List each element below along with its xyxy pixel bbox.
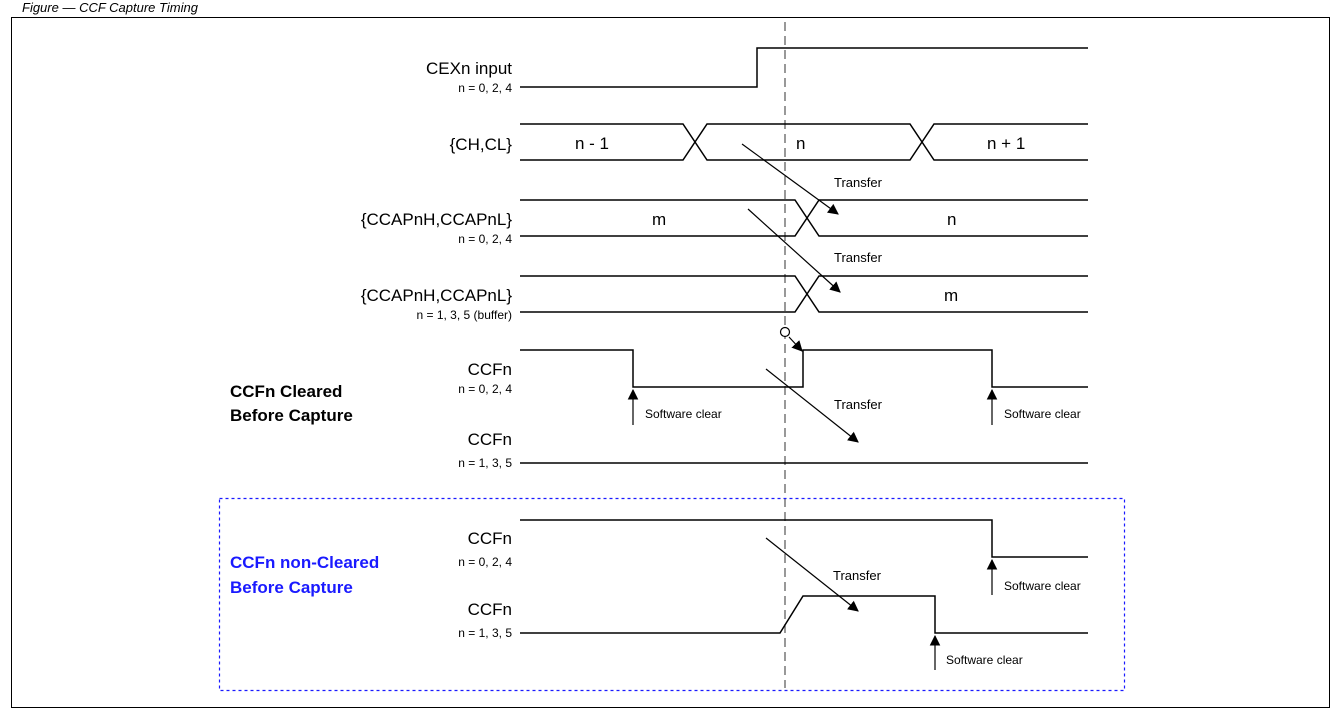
transfer-label-2: Transfer — [834, 250, 883, 265]
software-clear-label-4: Software clear — [946, 653, 1023, 667]
ccfn-noncleared-even-label: CCFn — [468, 529, 512, 548]
ccap-even-value-new: n — [947, 210, 956, 229]
ccap-even-sublabel: n = 0, 2, 4 — [458, 232, 512, 246]
ccfn-noncleared-even-sublabel: n = 0, 2, 4 — [458, 555, 512, 569]
ccap-even-value-old: m — [652, 210, 666, 229]
figure-frame — [11, 17, 1330, 708]
figure-caption: Figure — CCF Capture Timing — [22, 0, 199, 15]
ccap-even-waveform — [520, 199, 1088, 237]
capture-event-circle — [779, 326, 791, 338]
transfer-label-3: Transfer — [834, 397, 883, 412]
chcl-waveform — [520, 123, 1088, 161]
ccap-odd-sublabel: n = 1, 3, 5 (buffer) — [416, 308, 512, 322]
ccfn-cleared-odd-label: CCFn — [468, 430, 512, 449]
cexn-sublabel: n = 0, 2, 4 — [458, 81, 512, 95]
transfer-arrow-2 — [747, 208, 841, 293]
cexn-label: CEXn input — [426, 59, 512, 78]
group-cleared-line1: CCFn Cleared — [230, 382, 342, 401]
software-clear-label-3: Software clear — [1004, 579, 1081, 593]
ccfn-noncleared-odd-label: CCFn — [468, 600, 512, 619]
ccfn-cleared-odd-sublabel: n = 1, 3, 5 — [458, 456, 512, 470]
transfer-arrow-3 — [765, 368, 859, 443]
group-noncleared-line2: Before Capture — [230, 578, 353, 597]
ccfn-noncleared-odd-waveform — [520, 595, 1088, 634]
ccap-odd-label: {CCAPnH,CCAPnL} — [361, 286, 513, 305]
chcl-value-prev: n - 1 — [575, 134, 609, 153]
ccap-even-label: {CCAPnH,CCAPnL} — [361, 210, 513, 229]
ccfn-cleared-even-label: CCFn — [468, 360, 512, 379]
ccfn-cleared-even-sublabel: n = 0, 2, 4 — [458, 382, 512, 396]
chcl-value-cur: n — [796, 134, 805, 153]
capture-event-arrow — [788, 336, 803, 352]
ccfn-cleared-even-waveform — [520, 349, 1088, 388]
software-clear-label-2: Software clear — [1004, 407, 1081, 421]
ccap-odd-waveform — [520, 275, 1088, 313]
software-clear-label-1: Software clear — [645, 407, 722, 421]
chcl-label: {CH,CL} — [450, 135, 513, 154]
group-cleared-line2: Before Capture — [230, 406, 353, 425]
group-noncleared-line1: CCFn non-Cleared — [230, 553, 379, 572]
chcl-value-next: n + 1 — [987, 134, 1025, 153]
ccfn-noncleared-even-waveform — [520, 519, 1088, 558]
noncleared-group-box — [218, 497, 1126, 692]
transfer-label-4: Transfer — [833, 568, 882, 583]
ccfn-noncleared-odd-sublabel: n = 1, 3, 5 — [458, 626, 512, 640]
transfer-label-1: Transfer — [834, 175, 883, 190]
ccap-odd-value: m — [944, 286, 958, 305]
transfer-arrow-4 — [765, 537, 859, 612]
cexn-waveform — [520, 47, 1088, 88]
transfer-arrow-1 — [741, 143, 839, 215]
